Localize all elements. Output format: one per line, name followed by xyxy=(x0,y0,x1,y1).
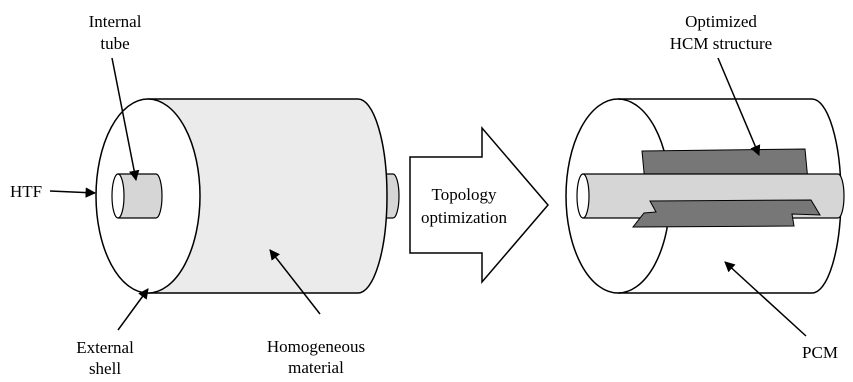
left-cylinder-body xyxy=(147,98,388,294)
label-internal-tube-line2: tube xyxy=(100,34,129,53)
label-optimized-line1: Optimized xyxy=(685,12,757,31)
arrow-label-line2: optimization xyxy=(421,208,507,227)
left-cylinder xyxy=(95,98,400,294)
left-internal-tube-opening xyxy=(111,173,125,219)
label-homogeneous-line2: material xyxy=(288,358,344,377)
arrow-pcm xyxy=(724,261,807,337)
arrow-optimized-hcm xyxy=(717,57,761,156)
topology-optimization-arrow xyxy=(409,125,549,285)
label-external-shell-line1: External xyxy=(76,338,134,357)
label-internal-tube-line1: Internal xyxy=(89,12,142,31)
hcm-fin-lower xyxy=(631,199,821,228)
arrow-htf xyxy=(49,187,97,198)
arrow-homogeneous-material xyxy=(269,249,321,315)
left-internal-tube xyxy=(117,173,163,219)
label-pcm: PCM xyxy=(802,343,838,362)
arrow-external-shell xyxy=(117,288,149,331)
arrow-internal-tube xyxy=(111,57,140,182)
label-homogeneous-line1: Homogeneous xyxy=(267,337,365,356)
arrow-label-line1: Topology xyxy=(432,185,497,204)
label-htf: HTF xyxy=(10,182,42,201)
right-tube-opening xyxy=(576,173,590,219)
right-cylinder xyxy=(565,98,845,294)
label-external-shell-line2: shell xyxy=(89,359,121,377)
label-optimized-line2: HCM structure xyxy=(670,34,772,53)
